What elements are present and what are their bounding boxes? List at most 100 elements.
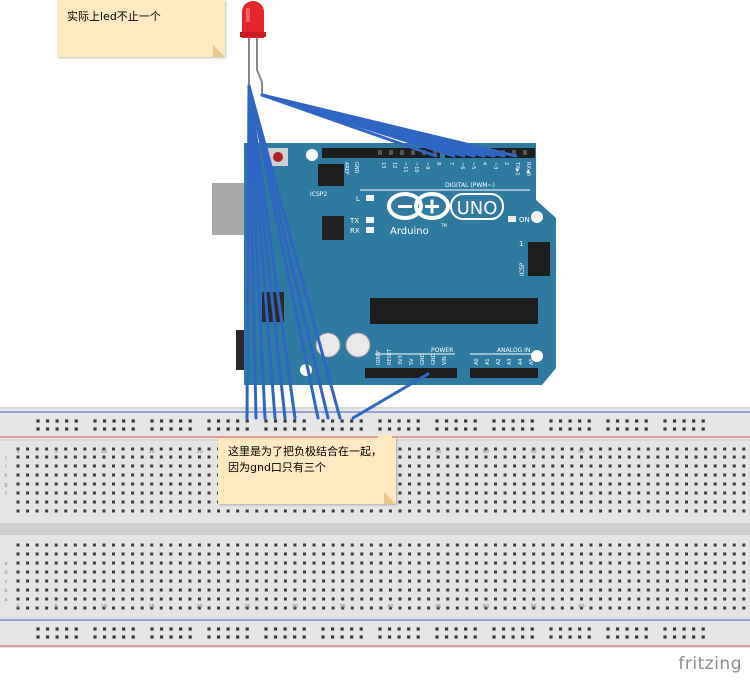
terminal-hole xyxy=(102,447,106,451)
rail-hole xyxy=(236,419,240,423)
terminal-hole xyxy=(522,509,526,513)
analog-header xyxy=(470,368,538,378)
terminal-hole xyxy=(121,570,125,574)
terminal-hole xyxy=(685,588,688,592)
terminal-hole xyxy=(474,552,478,556)
terminal-hole xyxy=(465,552,469,556)
terminal-hole xyxy=(589,482,593,486)
rail-hole xyxy=(226,635,230,639)
terminal-hole xyxy=(102,455,106,459)
terminal-hole xyxy=(45,509,49,513)
rail-hole xyxy=(293,419,297,423)
rail-hole xyxy=(321,627,325,631)
terminal-hole xyxy=(646,543,650,547)
reset-button-cap xyxy=(273,152,283,162)
rail-hole xyxy=(131,427,135,431)
terminal-hole xyxy=(532,579,536,583)
row-letter: c xyxy=(5,579,8,585)
terminal-hole xyxy=(704,597,708,601)
terminal-hole xyxy=(541,500,545,504)
terminal-hole xyxy=(532,500,536,504)
column-number: 1 xyxy=(16,449,19,455)
terminal-hole xyxy=(484,509,488,513)
usb-port xyxy=(212,183,248,235)
terminal-hole xyxy=(255,561,259,565)
terminal-hole xyxy=(685,561,688,565)
terminal-hole xyxy=(713,509,717,513)
terminal-hole xyxy=(131,509,135,513)
terminal-hole xyxy=(350,570,354,574)
rail-hole xyxy=(558,419,563,423)
terminal-hole xyxy=(656,579,660,583)
terminal-hole xyxy=(140,552,144,556)
terminal-hole xyxy=(637,597,641,601)
terminal-hole xyxy=(560,588,564,592)
terminal-hole xyxy=(560,500,564,504)
terminal-hole xyxy=(303,597,306,601)
terminal-hole xyxy=(207,570,211,574)
rail-hole xyxy=(131,419,135,423)
terminal-hole xyxy=(207,552,211,556)
terminal-hole xyxy=(150,455,154,459)
terminal-hole xyxy=(570,570,574,574)
terminal-hole xyxy=(532,552,536,556)
terminal-hole xyxy=(140,543,144,547)
terminal-hole xyxy=(217,606,221,610)
terminal-hole xyxy=(150,579,154,583)
terminal-hole xyxy=(303,606,306,610)
rail-hole xyxy=(226,627,230,631)
terminal-hole xyxy=(188,579,192,583)
rail-hole xyxy=(159,419,164,423)
terminal-hole xyxy=(455,552,459,556)
terminal-hole xyxy=(140,482,144,486)
terminal-hole xyxy=(379,543,383,547)
terminal-hole xyxy=(513,473,517,477)
terminal-hole xyxy=(589,473,593,477)
terminal-hole xyxy=(64,447,68,451)
rail-hole xyxy=(387,635,392,639)
terminal-hole xyxy=(188,491,192,495)
terminal-hole xyxy=(646,561,650,565)
terminal-hole xyxy=(513,509,517,513)
rail-hole xyxy=(444,635,449,639)
rail-hole xyxy=(321,419,325,423)
terminal-hole xyxy=(178,570,182,574)
rail-hole xyxy=(264,419,268,423)
terminal-hole xyxy=(513,543,517,547)
fritzing-watermark: fritzing xyxy=(678,654,742,674)
terminal-hole xyxy=(704,579,708,583)
terminal-hole xyxy=(618,447,622,451)
terminal-hole xyxy=(570,447,574,451)
rail-hole xyxy=(578,427,582,431)
terminal-hole xyxy=(484,491,488,495)
terminal-hole xyxy=(637,491,641,495)
rail-hole xyxy=(45,427,50,431)
rail-hole xyxy=(615,627,620,631)
terminal-hole xyxy=(723,447,727,451)
terminal-hole xyxy=(570,597,574,601)
terminal-hole xyxy=(704,561,708,565)
terminal-hole xyxy=(685,579,688,583)
terminal-hole xyxy=(522,491,526,495)
rail-hole xyxy=(692,427,696,431)
digital-pin-label: 12 xyxy=(391,162,397,168)
terminal-hole xyxy=(26,509,30,513)
terminal-hole xyxy=(64,552,68,556)
terminal-hole xyxy=(226,579,230,583)
terminal-hole xyxy=(369,509,373,513)
terminal-hole xyxy=(599,588,603,592)
terminal-hole xyxy=(656,570,660,574)
terminal-hole xyxy=(283,579,287,583)
terminal-hole xyxy=(494,597,497,601)
terminal-hole xyxy=(331,509,335,513)
terminal-hole xyxy=(436,588,440,592)
terminal-hole xyxy=(112,473,115,477)
terminal-hole xyxy=(188,509,192,513)
terminal-hole xyxy=(255,606,259,610)
rail-hole xyxy=(615,635,620,639)
terminal-hole xyxy=(637,570,641,574)
rail-hole xyxy=(245,419,249,423)
rail-hole xyxy=(207,427,211,431)
terminal-hole xyxy=(293,509,297,513)
rail-hole xyxy=(74,627,78,631)
